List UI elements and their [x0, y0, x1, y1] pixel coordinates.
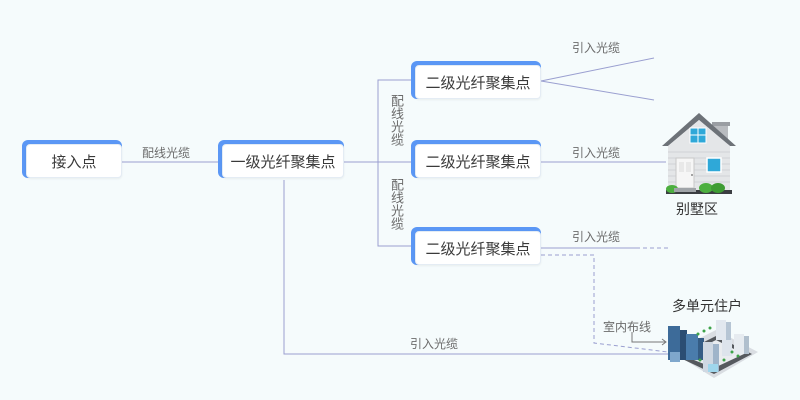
edge-label-drop-cable-bottom: 引入光缆	[572, 230, 621, 244]
edge-label-drop-cable-villa: 引入光缆	[572, 146, 621, 160]
connector-indoor-dashed	[541, 254, 669, 353]
caption-villa: 别墅区	[676, 202, 718, 218]
villa-house-icon	[662, 113, 736, 194]
multi-unit-buildings-icon	[668, 320, 758, 378]
edge-label-drop-cable-direct: 引入光缆	[410, 337, 459, 351]
node-level2-aggregation-bottom-label: 二级光纤聚集点	[415, 231, 541, 265]
edge-label-distribution-cable-lower: 配线光缆	[388, 178, 403, 230]
edge-label-drop-cable-top: 引入光缆	[572, 41, 621, 55]
connector-level1-direct	[283, 180, 672, 355]
edge-label-distribution-cable: 配线光缆	[142, 146, 191, 160]
connector-fan-lower	[540, 80, 655, 101]
node-level2-aggregation-middle-label: 二级光纤聚集点	[415, 144, 541, 178]
connector-trunk-upper	[377, 79, 412, 247]
caption-multi-unit: 多单元住户	[672, 299, 742, 315]
node-level1-aggregation[interactable]: 一级光纤聚集点	[218, 140, 344, 178]
node-level2-aggregation-bottom[interactable]: 二级光纤聚集点	[411, 227, 541, 265]
indoor-wiring-arrow	[631, 332, 666, 343]
edge-label-indoor-wiring: 室内布线	[603, 320, 652, 334]
indoor-wiring-arrowhead	[661, 338, 667, 346]
node-access-point-label: 接入点	[26, 144, 122, 178]
connector-fan-upper	[540, 57, 655, 82]
node-level2-aggregation-top[interactable]: 二级光纤聚集点	[411, 61, 541, 99]
node-access-point[interactable]: 接入点	[22, 140, 122, 178]
node-level1-aggregation-label: 一级光纤聚集点	[222, 144, 344, 178]
node-level2-aggregation-middle[interactable]: 二级光纤聚集点	[411, 140, 541, 178]
edge-label-distribution-cable-upper: 配线光缆	[388, 94, 403, 146]
node-level2-aggregation-top-label: 二级光纤聚集点	[415, 65, 541, 99]
